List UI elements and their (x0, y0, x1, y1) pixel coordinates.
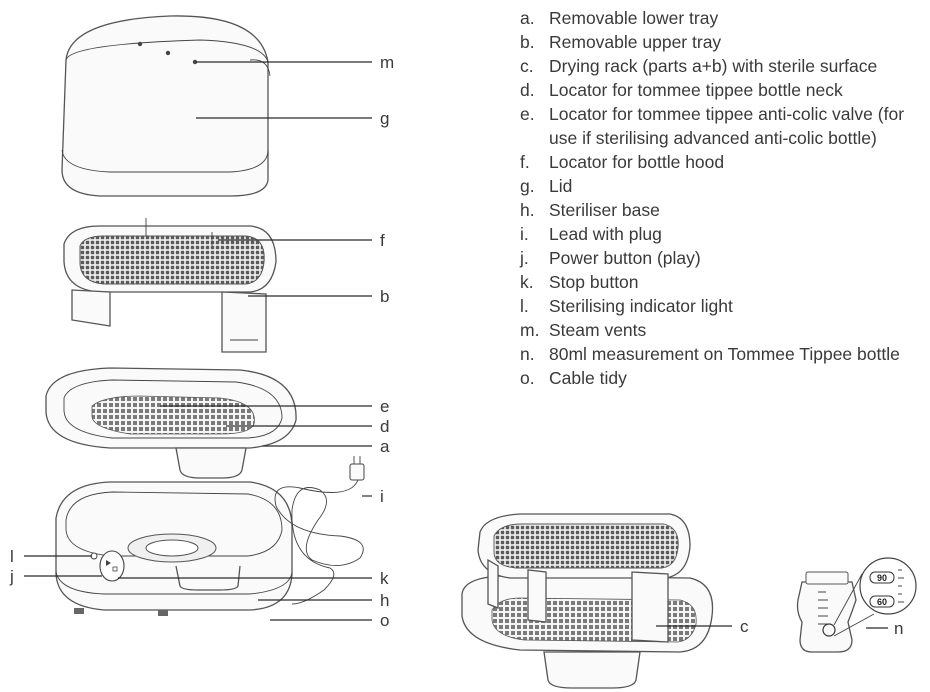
lid-part (61, 15, 271, 197)
parts-legend: a.Removable lower tray b.Removable upper… (512, 6, 922, 390)
legend-item: e.Locator for tommee tippee anti-colic v… (520, 104, 905, 148)
bottle-mark-upper: 90 (877, 573, 887, 583)
callout-f: f (380, 231, 385, 250)
legend-item: j.Power button (play) (520, 248, 701, 268)
legend-item: n.80ml measurement on Tommee Tippee bott… (520, 344, 900, 364)
bottle-part: 90 60 (796, 557, 917, 653)
legend-item: h.Steriliser base (520, 200, 660, 220)
callout-letters: m g f b e d a i l j k h o c n (9, 53, 903, 638)
legend-item: f.Locator for bottle hood (520, 152, 725, 172)
callout-d: d (380, 417, 389, 436)
steam-vent-3 (192, 59, 198, 65)
steam-vent-1 (137, 41, 143, 47)
callout-j: j (9, 567, 14, 586)
legend-item: g.Lid (520, 176, 573, 196)
legend-item: c.Drying rack (parts a+b) with sterile s… (520, 56, 878, 76)
callout-a: a (380, 437, 390, 456)
legend-item: d.Locator for tommee tippee bottle neck (520, 80, 843, 100)
callout-l: l (10, 547, 14, 566)
callout-g: g (380, 109, 389, 128)
legend-item: k.Stop button (520, 272, 639, 292)
lead-with-plug-part (274, 456, 365, 605)
leader-lines (24, 61, 888, 629)
drying-rack-part (461, 513, 714, 689)
callout-b: b (380, 287, 389, 306)
steam-vent-2 (165, 50, 171, 56)
legend-item: b.Removable upper tray (520, 32, 722, 52)
callout-c: c (740, 617, 749, 636)
legend-item: i.Lead with plug (520, 224, 662, 244)
callout-o: o (380, 611, 389, 630)
bottle-mark-lower: 60 (877, 597, 887, 607)
steriliser-base-part (55, 481, 293, 616)
upper-tray-part (63, 218, 277, 353)
callout-e: e (380, 397, 389, 416)
stop-icon (112, 566, 118, 572)
legend-item: o.Cable tidy (520, 368, 627, 388)
callout-n: n (894, 619, 903, 638)
callout-i: i (380, 487, 384, 506)
callout-k: k (380, 569, 389, 588)
legend-item: m.Steam vents (520, 320, 647, 340)
callout-h: h (380, 591, 389, 610)
callout-m: m (380, 53, 394, 72)
play-icon (106, 560, 111, 566)
legend-item: l.Sterilising indicator light (520, 296, 733, 316)
lower-tray-part (45, 367, 297, 479)
legend-item: a.Removable lower tray (520, 8, 719, 28)
control-buttons[interactable] (99, 550, 125, 582)
